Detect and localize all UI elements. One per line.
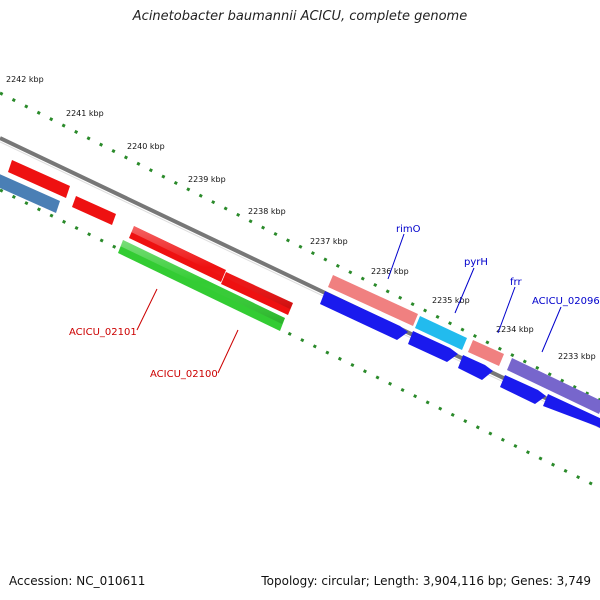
genome-backbone-outer	[0, 136, 600, 426]
genome-stats-text: Topology: circular; Length: 3,904,116 bp…	[261, 574, 591, 588]
label-pyrh[interactable]: pyrH	[464, 257, 488, 268]
outer-tick-track	[0, 91, 600, 402]
gene-features	[0, 160, 600, 430]
tick-label: 2233 kbp	[558, 352, 596, 361]
gene-blue-5[interactable]	[543, 394, 600, 430]
gene-blue-3[interactable]	[458, 355, 493, 380]
tick-label: 2236 kbp	[371, 267, 409, 276]
genome-backbone-inner	[0, 141, 600, 429]
gene-labels: rimO pyrH frr ACICU_02096 ACICU_02101 AC…	[69, 224, 600, 380]
gene-sheen	[120, 240, 285, 324]
tick-label: 2235 kbp	[432, 296, 470, 305]
label-acicu-02101[interactable]: ACICU_02101	[69, 327, 137, 338]
tick-label: 2234 kbp	[496, 325, 534, 334]
accession-text: Accession: NC_010611	[9, 574, 146, 588]
gene-red-short[interactable]	[72, 196, 116, 225]
leader-acicu-02100	[217, 329, 239, 374]
tick-label: 2240 kbp	[127, 142, 165, 151]
gene-blue-4[interactable]	[500, 375, 546, 404]
gene-blue-1[interactable]	[320, 291, 408, 340]
leader-frr	[497, 286, 516, 334]
gene-pyrh[interactable]	[415, 316, 467, 350]
kbp-tick-labels: 2242 kbp 2241 kbp 2240 kbp 2239 kbp 2238…	[6, 75, 596, 361]
map-title: Acinetobacter baumannii ACICU, complete …	[132, 9, 468, 24]
tick-label: 2237 kbp	[310, 237, 348, 246]
gene-acicu-02096[interactable]	[507, 358, 600, 414]
gene-frr[interactable]	[468, 340, 504, 366]
tick-label: 2239 kbp	[188, 175, 226, 184]
gene-steelblue[interactable]	[0, 172, 60, 213]
label-rimo[interactable]: rimO	[396, 224, 421, 235]
label-acicu-02100[interactable]: ACICU_02100	[150, 369, 218, 380]
gene-red-small-left[interactable]	[8, 160, 70, 198]
inner-tick-track	[0, 188, 600, 490]
leader-rimo	[387, 233, 405, 280]
tick-label: 2238 kbp	[248, 207, 286, 216]
label-leaders	[136, 233, 562, 374]
leader-acicu-02096	[541, 306, 562, 353]
leader-acicu-02101	[136, 288, 158, 331]
gene-sheen	[131, 226, 293, 309]
gene-rimo[interactable]	[328, 275, 418, 326]
tick-label: 2241 kbp	[66, 109, 104, 118]
leader-pyrh	[454, 267, 475, 314]
label-acicu-02096[interactable]: ACICU_02096	[532, 296, 600, 307]
gene-blue-2[interactable]	[408, 331, 458, 362]
label-frr[interactable]: frr	[510, 277, 522, 288]
tick-label: 2242 kbp	[6, 75, 44, 84]
